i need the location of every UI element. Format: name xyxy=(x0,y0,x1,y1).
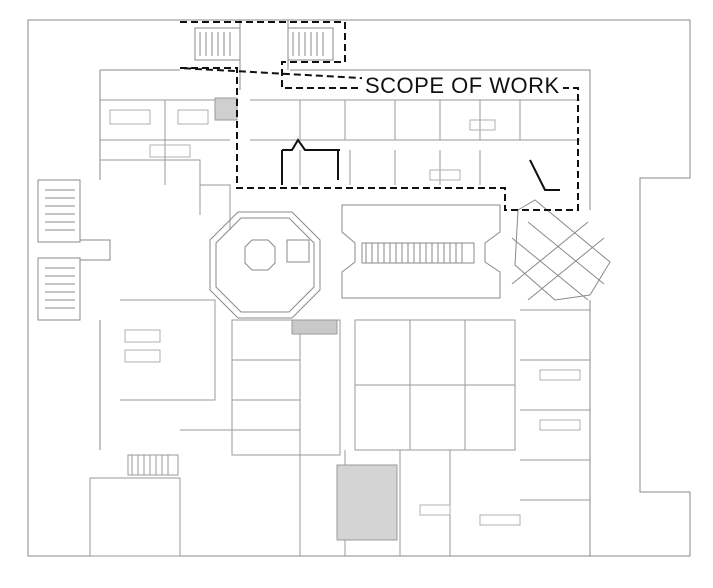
scope-partition-lines xyxy=(281,138,560,191)
octagon-atrium xyxy=(209,211,321,319)
escalator-opening xyxy=(341,204,501,299)
inner-floor-outline xyxy=(99,69,591,556)
lower-offices xyxy=(89,299,590,557)
scope-of-work-label: SCOPE OF WORK xyxy=(362,73,563,99)
top-stairs xyxy=(194,20,334,90)
top-office-band xyxy=(100,97,580,230)
cross-stairs xyxy=(511,199,611,301)
left-stair-towers xyxy=(37,179,111,321)
scope-of-work-boundary xyxy=(179,21,579,211)
outer-building-outline xyxy=(27,19,691,557)
workstations xyxy=(109,109,581,526)
